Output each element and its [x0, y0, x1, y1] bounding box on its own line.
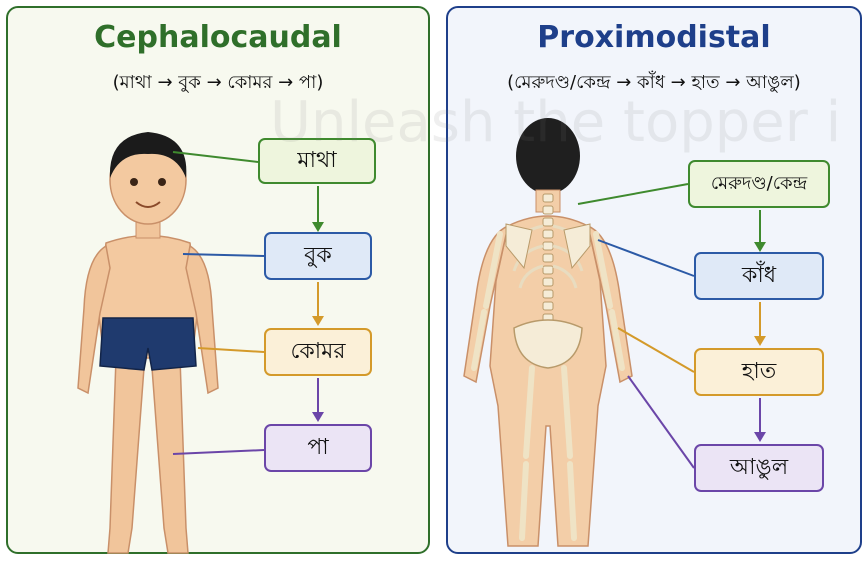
shoulder-connector	[598, 240, 694, 276]
box-finger-label: আঙুল	[730, 450, 788, 487]
arrow-down-icon	[754, 336, 766, 346]
box-leg-label: পা	[307, 430, 328, 467]
arrow-down-icon	[754, 432, 766, 442]
waist-connector	[198, 348, 264, 352]
box-spine-center-label: মেরুদণ্ড/কেন্দ্র	[711, 169, 807, 200]
head-connector	[173, 152, 258, 162]
box-chest-label: বুক	[304, 238, 332, 275]
box-shoulder: কাঁধ	[694, 252, 824, 300]
box-head-label: মাথা	[297, 143, 336, 180]
chest-connector	[183, 254, 264, 256]
box-leg: পা	[264, 424, 372, 472]
leg-connector	[173, 450, 264, 454]
box-chest: বুক	[264, 232, 372, 280]
box-head: মাথা	[258, 138, 376, 184]
cephalocaudal-connectors	[8, 8, 432, 556]
hand-connector	[618, 328, 694, 372]
box-hand: হাত	[694, 348, 824, 396]
cephalocaudal-panel: Cephalocaudal (মাথা → বুক → কোমর → পা)	[6, 6, 430, 554]
finger-connector	[628, 376, 694, 468]
box-finger: আঙুল	[694, 444, 824, 492]
box-waist: কোমর	[264, 328, 372, 376]
box-hand-label: হাত	[742, 354, 776, 391]
arrow-down-icon	[312, 412, 324, 422]
proximodistal-panel: Proximodistal (মেরুদণ্ড/কেন্দ্র → কাঁধ →…	[446, 6, 862, 554]
arrow-down-icon	[312, 222, 324, 232]
arrow-down-icon	[754, 242, 766, 252]
arrow-down-icon	[312, 316, 324, 326]
box-shoulder-label: কাঁধ	[742, 258, 776, 295]
box-spine-center: মেরুদণ্ড/কেন্দ্র	[688, 160, 830, 208]
box-waist-label: কোমর	[290, 334, 345, 371]
spine-connector	[578, 184, 688, 204]
